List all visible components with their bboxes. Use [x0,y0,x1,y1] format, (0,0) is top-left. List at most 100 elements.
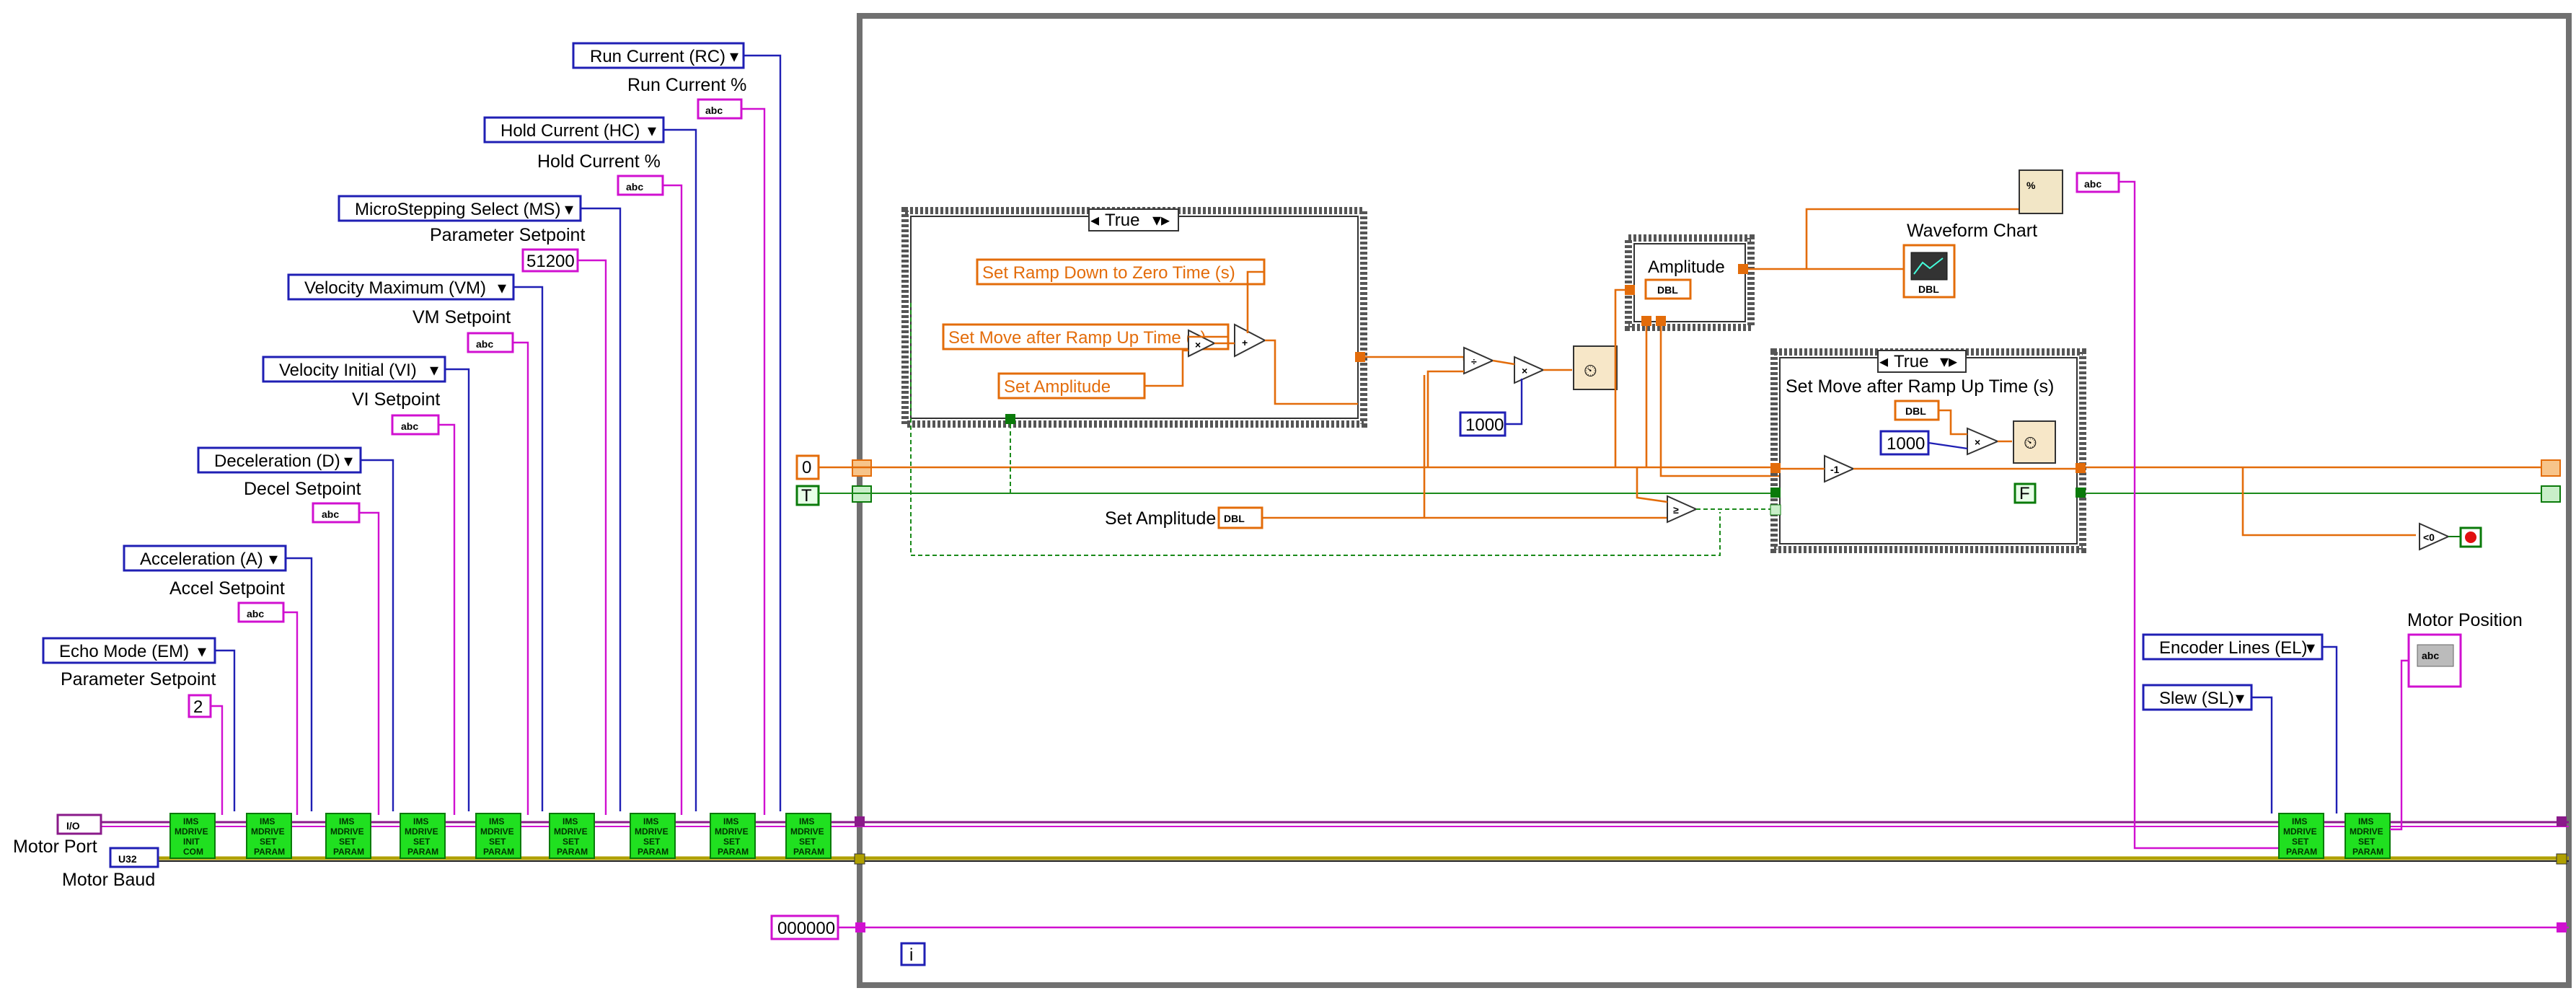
chevron-down-icon: ▾ [198,642,206,661]
parameter-setpoint-2-label: Parameter Setpoint [61,669,216,689]
case1-out-tunnel [1355,352,1365,362]
case2-in-tunnel [1770,463,1781,473]
motor-port-label: Motor Port [13,837,97,857]
ims-set-node-9[interactable]: IMS MDRIVE SET PARAM [2278,813,2324,859]
chevron-down-icon: ▾ [2236,689,2244,708]
error-tunnel [854,853,865,865]
echo-mode-control[interactable]: Echo Mode (EM) ▾ [42,637,216,664]
svg-text:MDRIVE: MDRIVE [330,826,364,837]
hold-current-label: Hold Current (HC) [500,121,640,141]
svg-text:PARAM: PARAM [483,847,514,857]
chevron-down-icon: ▾ [430,361,438,380]
echo-value-constant: 2 [188,694,212,718]
ims-init-node[interactable]: IMS MDRIVE INIT COM [169,813,216,859]
shift-register-right-orange [2541,459,2561,477]
chevron-down-icon: ▾ [730,47,738,66]
ims-set-node-5[interactable]: IMS MDRIVE SET PARAM [549,813,595,859]
decrement-symbol: -1 [1830,464,1840,475]
error-tunnel-right [2556,853,2567,865]
hex-string-constant: 000000 [770,914,839,940]
run-current-control[interactable]: Run Current (RC) ▾ [572,42,745,69]
svg-text:SET: SET [413,837,431,847]
set-ramp-down-command: Set Ramp Down to Zero Time (s) [976,258,1266,286]
case-prev-icon[interactable]: ◂ [1090,211,1099,230]
case1-bool-tunnel [1005,414,1015,424]
ge-symbol: ≥ [1673,504,1679,516]
svg-text:MDRIVE: MDRIVE [554,826,588,837]
waveform-chart-terminal[interactable]: DBL [1902,244,1956,299]
motor-position-indicator: abc [2407,633,2462,688]
svg-text:PARAM: PARAM [333,847,364,857]
svg-text:PARAM: PARAM [2286,847,2317,857]
svg-text:IMS: IMS [183,816,198,826]
amp-bot-tunnel-2 [1656,316,1666,326]
hold-current-control[interactable]: Hold Current (HC) ▾ [483,116,665,144]
case2-prev-icon[interactable]: ◂ [1879,352,1888,371]
case2-bool-tunnel [1770,488,1781,498]
less-than-zero-node [2419,522,2451,551]
slew-label: Slew (SL) [2159,689,2234,708]
multiply-symbol-2: × [1522,365,1527,376]
set-amplitude-command: Set Amplitude [997,372,1146,400]
case2-selector[interactable]: True [1894,352,1928,371]
parameter-setpoint-label: Parameter Setpoint [430,225,585,245]
set-amplitude-control[interactable]: DBL [1217,506,1263,529]
deceleration-control[interactable]: Deceleration (D) ▾ [197,446,362,474]
ims-set-node-7[interactable]: IMS MDRIVE SET PARAM [710,813,756,859]
format-into-string-node: % abc [2019,169,2120,214]
ims-set-node-10[interactable]: IMS MDRIVE SET PARAM [2345,813,2391,859]
deceleration-label: Deceleration (D) [214,451,340,471]
slew-control[interactable]: Slew (SL) ▾ [2142,684,2253,711]
svg-text:i: i [909,945,913,965]
svg-text:SET: SET [2292,837,2309,847]
amplitude-node[interactable]: Amplitude DBL [1625,234,1755,331]
velocity-initial-control[interactable]: Velocity Initial (VI) ▾ [262,356,446,383]
svg-text:IMS: IMS [2292,816,2307,826]
encoder-lines-control[interactable]: Encoder Lines (EL) ▾ [2142,633,2324,661]
svg-text:DBL: DBL [1224,513,1245,524]
svg-text:2: 2 [193,697,203,717]
ref-tunnel-right [2557,816,2567,826]
svg-text:abc: abc [705,105,723,116]
encoder-lines-label: Encoder Lines (EL) [2159,638,2307,658]
divide-node [1463,346,1495,375]
svg-text:1000: 1000 [1465,415,1504,435]
ims-set-node-8[interactable]: IMS MDRIVE SET PARAM [785,813,832,859]
set-move-after-label: Set Move after Ramp Up Time (s) [1786,376,2054,397]
motor-position-label: Motor Position [2407,610,2523,630]
abc-constant-vm: abc [467,332,514,353]
abc-constant-decel: abc [312,502,361,524]
ims-set-node-2[interactable]: IMS MDRIVE SET PARAM [325,813,371,859]
ims-set-node-6[interactable]: IMS MDRIVE SET PARAM [630,813,676,859]
acceleration-control[interactable]: Acceleration (A) ▾ [123,544,287,572]
amp-bot-tunnel-1 [1641,316,1651,326]
ref-tunnel [855,816,865,826]
svg-text:MDRIVE: MDRIVE [635,826,669,837]
case1-selector[interactable]: True [1105,211,1139,230]
abc-constant-hc: abc [617,175,664,196]
microstepping-label: MicroStepping Select (MS) [355,200,560,219]
case2-dropdown-icon[interactable]: ▾▸ [1940,352,1957,371]
stop-terminal[interactable] [2459,526,2482,548]
run-current-pct-label: Run Current % [627,75,746,95]
case-dropdown-icon[interactable]: ▾▸ [1152,211,1170,230]
svg-text:PARAM: PARAM [254,847,285,857]
svg-text:U32: U32 [118,853,137,865]
svg-text:0: 0 [802,458,811,477]
microstepping-control[interactable]: MicroStepping Select (MS) ▾ [338,195,582,222]
abc-constant-vi: abc [391,414,440,436]
ims-set-node-4[interactable]: IMS MDRIVE SET PARAM [475,813,521,859]
set-amplitude-label: Set Amplitude [1105,508,1216,529]
svg-text:IMS: IMS [2358,816,2373,826]
svg-text:MDRIVE: MDRIVE [790,826,824,837]
svg-text:DBL: DBL [1918,283,1939,295]
svg-text:abc: abc [322,508,339,520]
motor-port-control[interactable]: I/O [56,813,102,835]
ims-set-node-3[interactable]: IMS MDRIVE SET PARAM [400,813,446,859]
svg-text:DBL: DBL [1905,405,1926,417]
motor-baud-control[interactable]: U32 [109,847,159,868]
dbl-constant-case2: DBL [1894,400,1940,421]
velocity-max-label: Velocity Maximum (VM) [304,278,486,298]
velocity-max-control[interactable]: Velocity Maximum (VM) ▾ [287,273,515,301]
ims-set-node-1[interactable]: IMS MDRIVE SET PARAM [246,813,292,859]
